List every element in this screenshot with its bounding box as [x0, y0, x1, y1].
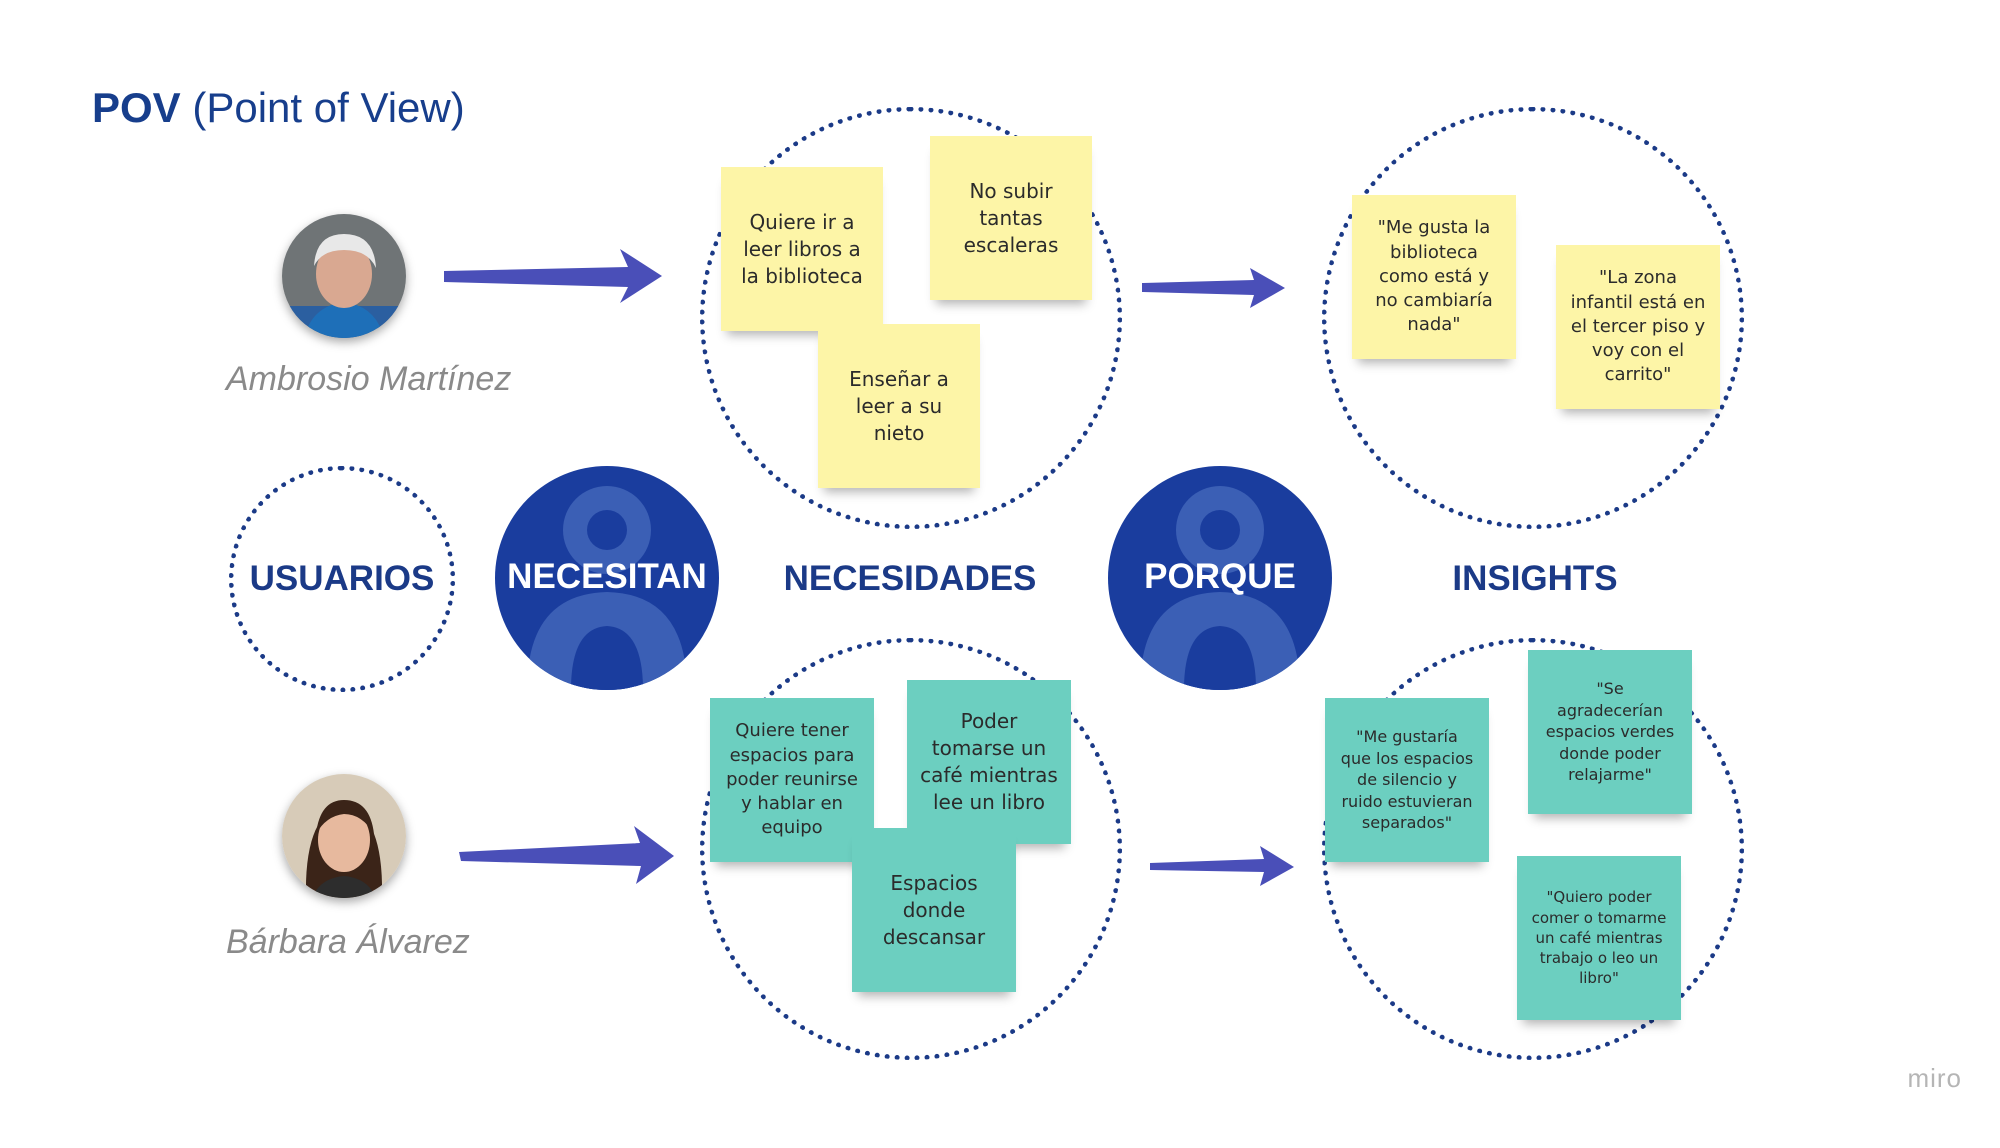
insights-top-circle	[1322, 107, 1744, 529]
person-icon	[1140, 486, 1300, 690]
sticky-note-insight[interactable]: "Me gustaría que los espacios de silenci…	[1325, 698, 1489, 862]
sticky-note-need[interactable]: No subir tantas escaleras	[930, 136, 1092, 300]
title-rest: (Point of View)	[180, 84, 465, 131]
sticky-note-text: No subir tantas escaleras	[963, 178, 1059, 257]
sticky-note-text: "Quiero poder comer o tomarme un café mi…	[1531, 888, 1667, 988]
avatar-barbara	[282, 774, 406, 898]
label-insights: INSIGHTS	[1452, 559, 1618, 598]
sticky-note-insight[interactable]: "Quiero poder comer o tomarme un café mi…	[1517, 856, 1681, 1020]
sticky-note-text: "Se agradecerían espacios verdes donde p…	[1545, 679, 1675, 785]
sticky-note-need[interactable]: Quiere ir a leer libros a la biblioteca	[721, 167, 883, 331]
badge-necesitan-text: NECESITAN	[507, 557, 707, 596]
sticky-note-insight[interactable]: "La zona infantil está en el tercer piso…	[1556, 245, 1720, 409]
sticky-note-text: Espacios donde descansar	[882, 870, 986, 949]
user-name-barbara: Bárbara Álvarez	[226, 923, 470, 961]
sticky-note-text: "La zona infantil está en el tercer piso…	[1570, 267, 1706, 386]
sticky-note-text: Quiere tener espacios para poder reunirs…	[726, 720, 858, 839]
sticky-note-need[interactable]: Enseñar a leer a su nieto	[818, 324, 980, 488]
sticky-note-text: "Me gusta la biblioteca como está y no c…	[1375, 217, 1493, 336]
label-necesidades: NECESIDADES	[783, 559, 1037, 598]
arrow-needs-to-insights-bottom	[1150, 846, 1294, 886]
arrow-user1-to-needs	[444, 249, 662, 303]
arrow-user2-to-needs	[459, 826, 674, 884]
person-icon	[527, 486, 687, 690]
sticky-note-insight[interactable]: "Se agradecerían espacios verdes donde p…	[1528, 650, 1692, 814]
sticky-note-text: Enseñar a leer a su nieto	[849, 366, 949, 445]
sticky-note-text: Poder tomarse un café mientras lee un li…	[920, 709, 1058, 814]
insights-bottom-circle	[1322, 638, 1744, 1060]
label-usuarios: USUARIOS	[249, 559, 435, 598]
title-bold: POV	[92, 84, 181, 131]
needs-bottom-circle	[700, 638, 1122, 1060]
arrow-needs-to-insights-top	[1142, 268, 1285, 308]
page-title: POV (Point of View)	[92, 84, 465, 132]
sticky-note-need[interactable]: Quiere tener espacios para poder reunirs…	[710, 698, 874, 862]
usuarios-circle	[229, 466, 455, 692]
sticky-note-text: "Me gustaría que los espacios de silenci…	[1340, 727, 1474, 833]
badge-necesitan: NECESITAN	[495, 466, 719, 690]
badge-porque: PORQUE	[1108, 466, 1332, 690]
user-name-ambrosio: Ambrosio Martínez	[226, 360, 512, 398]
sticky-note-text: Quiere ir a leer libros a la biblioteca	[741, 209, 863, 288]
sticky-note-insight[interactable]: "Me gusta la biblioteca como está y no c…	[1352, 195, 1516, 359]
avatar-ambrosio	[282, 214, 406, 338]
badge-porque-text: PORQUE	[1144, 557, 1296, 596]
sticky-note-need[interactable]: Espacios donde descansar	[852, 828, 1016, 992]
needs-top-circle	[700, 107, 1122, 529]
sticky-note-need[interactable]: Poder tomarse un café mientras lee un li…	[907, 680, 1071, 844]
miro-logo: miro	[1907, 1063, 1962, 1093]
